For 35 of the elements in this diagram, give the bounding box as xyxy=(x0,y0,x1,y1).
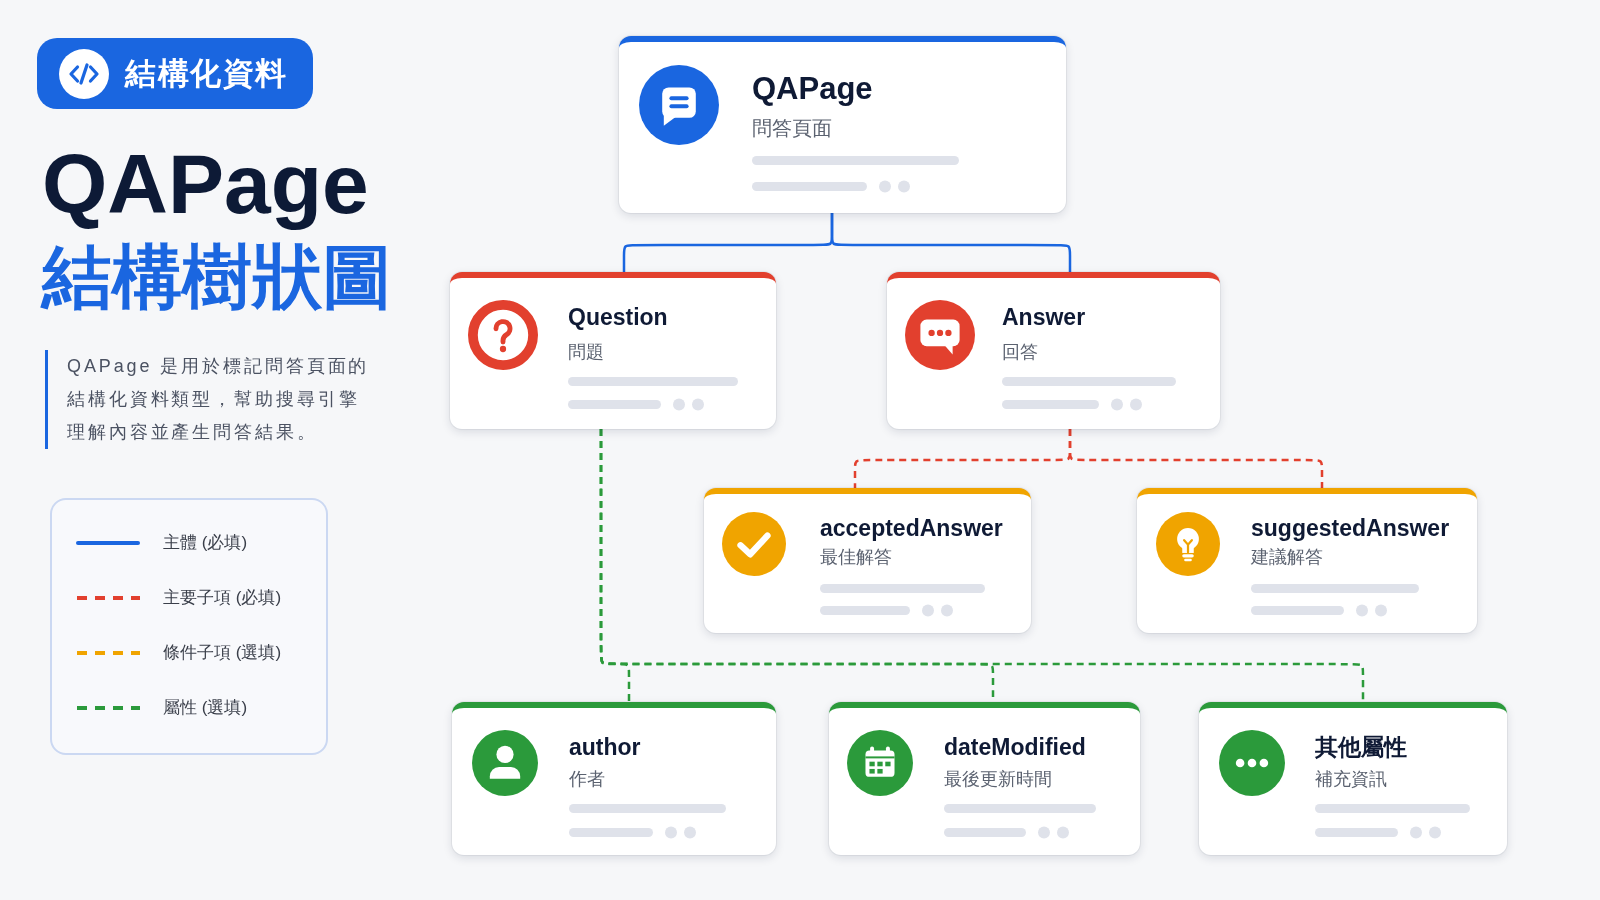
card-subtitle: 作者 xyxy=(569,768,605,791)
node-card xyxy=(450,272,776,429)
page-title: QAPage 結構樹狀圖 xyxy=(42,141,392,317)
card-title: 其他屬性 xyxy=(1315,734,1407,762)
card-title: Question xyxy=(568,304,668,332)
node-card xyxy=(452,702,776,855)
section-tag xyxy=(37,38,313,109)
card-subtitle: 最佳解答 xyxy=(820,546,892,569)
card-subtitle: 建議解答 xyxy=(1251,546,1323,569)
legend-label: 屬性 (選填) xyxy=(163,697,248,719)
node-card xyxy=(704,488,1031,633)
card-title: QAPage xyxy=(752,70,873,108)
card-subtitle: 補充資訊 xyxy=(1315,768,1387,791)
card-title: acceptedAnswer xyxy=(820,515,1003,543)
card-subtitle: 回答 xyxy=(1002,341,1038,364)
connector-line xyxy=(599,429,1365,702)
card-title: suggestedAnswer xyxy=(1251,515,1450,543)
legend-label: 條件子項 (選填) xyxy=(163,642,282,664)
connector-line xyxy=(830,213,1072,272)
card-title: author xyxy=(569,734,641,762)
node-card xyxy=(1137,488,1477,633)
legend-label: 主體 (必填) xyxy=(163,532,248,554)
node-card xyxy=(1199,702,1507,855)
card-subtitle: 最後更新時間 xyxy=(944,768,1052,791)
card-subtitle: 問答頁面 xyxy=(752,116,832,141)
card-title: dateModified xyxy=(944,734,1086,762)
description-text: QAPage 是用於標記問答頁面的結構化資料類型，幫助搜尋引擎理解內容並產生問答結果。 xyxy=(45,350,371,449)
node-card xyxy=(887,272,1220,429)
connector-line xyxy=(1068,429,1324,488)
tag-label: 結構化資料 xyxy=(125,54,288,93)
legend-label: 主要子項 (必填) xyxy=(163,587,282,609)
node-card xyxy=(619,36,1066,213)
card-title: Answer xyxy=(1002,304,1086,332)
node-card xyxy=(829,702,1140,855)
card-subtitle: 問題 xyxy=(568,341,604,364)
